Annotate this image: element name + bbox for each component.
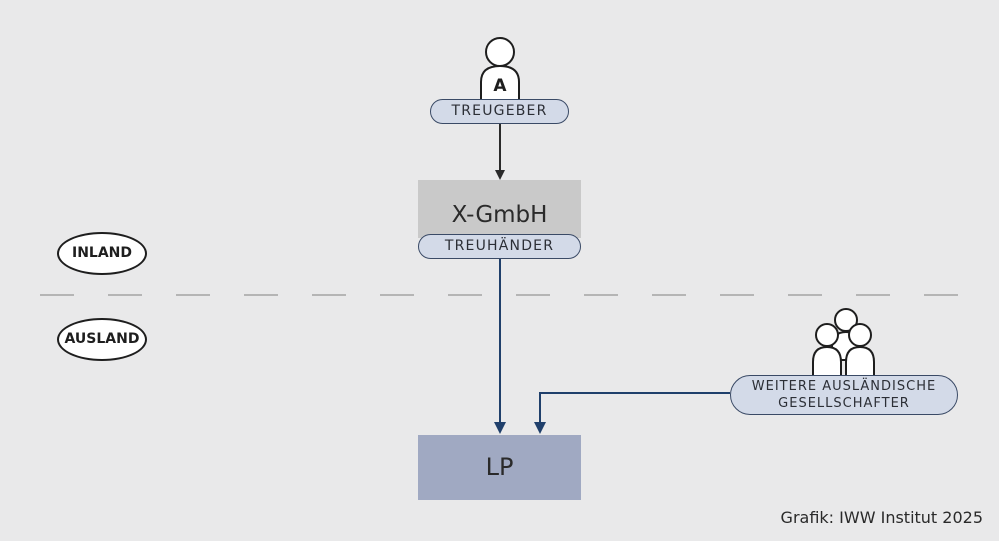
treugeber-label: TREUGEBER xyxy=(430,99,569,124)
weitere-line2: GESELLSCHAFTER xyxy=(778,396,910,411)
lp-box: LP xyxy=(418,435,581,500)
inland-badge: INLAND xyxy=(57,232,147,275)
xgmbh-name: X-GmbH xyxy=(451,202,548,228)
group-people-icon xyxy=(812,308,875,377)
lp-name: LP xyxy=(485,453,514,481)
weitere-line1: WEITERE AUSLÄNDISCHE xyxy=(751,379,937,394)
weitere-gesellschafter-label: WEITERE AUSLÄNDISCHE GESELLSCHAFTER xyxy=(730,375,958,415)
treuhaender-label-text: TREUHÄNDER xyxy=(444,238,555,254)
arrow-gesellschafter-to-lp xyxy=(534,392,730,434)
treuhaender-label: TREUHÄNDER xyxy=(418,234,581,259)
xgmbh-box: X-GmbH xyxy=(418,180,581,238)
person-icon xyxy=(480,37,520,103)
ausland-text: AUSLAND xyxy=(64,331,140,347)
treugeber-label-text: TREUGEBER xyxy=(451,103,548,119)
credit-text: Grafik: IWW Institut 2025 xyxy=(780,508,983,527)
inland-text: INLAND xyxy=(71,245,133,261)
treugeber-letter: A xyxy=(493,76,507,96)
ausland-badge: AUSLAND xyxy=(57,318,147,361)
